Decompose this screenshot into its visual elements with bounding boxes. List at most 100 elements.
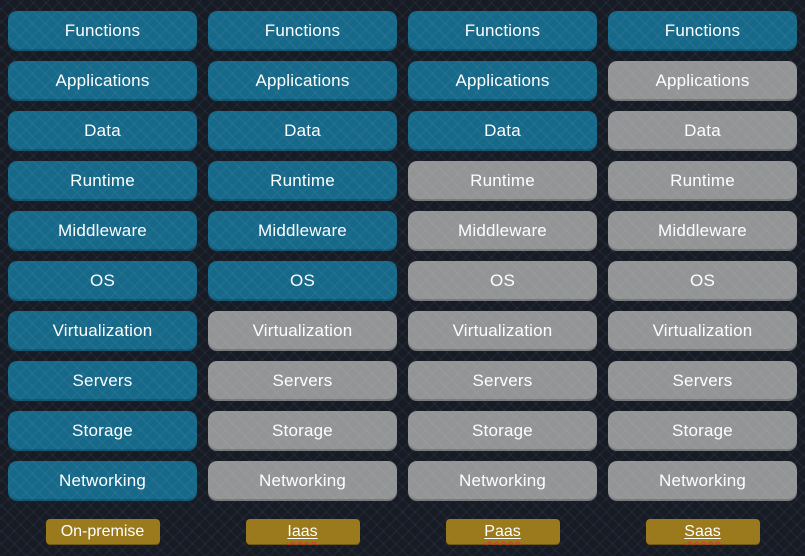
stack-box-label: Middleware <box>458 221 547 240</box>
column-badge-row: On-premise <box>8 519 197 545</box>
stack-box-label: Virtualization <box>252 321 353 340</box>
stack-box-label: Storage <box>272 421 333 440</box>
stack-box-label: Applications <box>55 71 150 90</box>
column-label-underline-wrap: On-premise <box>61 523 145 541</box>
stack-box-label: Data <box>84 121 121 140</box>
stack-box-label: Runtime <box>470 171 535 190</box>
stack-box-label: OS <box>490 271 515 290</box>
column-label-on-premise: On-premise <box>45 519 160 545</box>
stack-box-servers: Servers <box>408 361 597 401</box>
stack-box-servers: Servers <box>608 361 797 401</box>
stack-box-middleware: Middleware <box>408 211 597 251</box>
stack-box-applications: Applications <box>408 61 597 101</box>
stack-box-label: Runtime <box>70 171 135 190</box>
stack-box-servers: Servers <box>208 361 397 401</box>
stack-box-servers: Servers <box>8 361 197 401</box>
column-badge-row: Saas <box>608 519 797 545</box>
stack-box-label: Virtualization <box>452 321 553 340</box>
stack-box-runtime: Runtime <box>8 161 197 201</box>
stack-box-label: Storage <box>72 421 133 440</box>
column-label-underline-wrap: Saas <box>684 523 720 541</box>
column-label-underline-wrap: Paas <box>484 523 520 541</box>
stack-box-label: Servers <box>72 371 133 390</box>
column-label-paas: Paas <box>445 519 560 545</box>
stack-box-label: Runtime <box>670 171 735 190</box>
stack-box-functions: Functions <box>408 11 597 51</box>
stack-box-middleware: Middleware <box>208 211 397 251</box>
stack-box-label: Virtualization <box>652 321 753 340</box>
stack-box-label: Networking <box>58 471 147 490</box>
stack-box-label: Middleware <box>258 221 347 240</box>
stack-box-label: Middleware <box>58 221 147 240</box>
column-label-saas: Saas <box>645 519 760 545</box>
stack-box-functions: Functions <box>608 11 797 51</box>
stack-box-applications: Applications <box>208 61 397 101</box>
column-label-iaas: Iaas <box>245 519 360 545</box>
stack-box-runtime: Runtime <box>408 161 597 201</box>
stack-box-networking: Networking <box>608 461 797 501</box>
stack-box-networking: Networking <box>8 461 197 501</box>
stack-box-virtualization: Virtualization <box>608 311 797 351</box>
stack-box-label: Functions <box>464 21 541 40</box>
stack-box-label: Middleware <box>658 221 747 240</box>
stack-box-virtualization: Virtualization <box>408 311 597 351</box>
stack-box-label: OS <box>290 271 315 290</box>
stack-box-label: Virtualization <box>52 321 153 340</box>
stack-box-label: Runtime <box>270 171 335 190</box>
stack-box-label: Functions <box>664 21 741 40</box>
stack-box-networking: Networking <box>208 461 397 501</box>
stack-box-label: Servers <box>472 371 533 390</box>
stack-box-functions: Functions <box>208 11 397 51</box>
stack-box-storage: Storage <box>8 411 197 451</box>
stack-box-storage: Storage <box>408 411 597 451</box>
stack-box-label: Applications <box>455 71 550 90</box>
stack-box-os: OS <box>608 261 797 301</box>
stack-box-label: Storage <box>472 421 533 440</box>
stack-box-storage: Storage <box>608 411 797 451</box>
stack-box-data: Data <box>208 111 397 151</box>
column-label-text: Saas <box>684 523 721 540</box>
stack-box-data: Data <box>408 111 597 151</box>
stack-box-data: Data <box>8 111 197 151</box>
stack-box-applications: Applications <box>8 61 197 101</box>
column-label-text: Paas <box>484 523 521 540</box>
stack-box-label: Applications <box>255 71 350 90</box>
stack-box-storage: Storage <box>208 411 397 451</box>
stack-box-label: Networking <box>258 471 347 490</box>
stack-box-os: OS <box>208 261 397 301</box>
column-badge-row: Paas <box>408 519 597 545</box>
column-label-text: On-premise <box>60 523 145 540</box>
stack-box-label: Functions <box>264 21 341 40</box>
stack-box-label: Data <box>284 121 321 140</box>
column-label-underline-wrap: Iaas <box>287 523 317 541</box>
stack-box-label: Networking <box>458 471 547 490</box>
stack-box-label: Storage <box>672 421 733 440</box>
column-badge-row: Iaas <box>208 519 397 545</box>
stack-box-os: OS <box>8 261 197 301</box>
stack-box-label: OS <box>690 271 715 290</box>
stack-box-label: Networking <box>658 471 747 490</box>
stack-box-label: Data <box>484 121 521 140</box>
stack-box-virtualization: Virtualization <box>8 311 197 351</box>
stack-box-label: OS <box>90 271 115 290</box>
stack-box-os: OS <box>408 261 597 301</box>
stack-box-networking: Networking <box>408 461 597 501</box>
stack-box-data: Data <box>608 111 797 151</box>
stack-box-runtime: Runtime <box>208 161 397 201</box>
stack-box-label: Data <box>684 121 721 140</box>
stack-box-label: Servers <box>672 371 733 390</box>
column-label-text: Iaas <box>287 523 318 540</box>
stack-box-virtualization: Virtualization <box>208 311 397 351</box>
stack-box-label: Applications <box>655 71 750 90</box>
stack-box-functions: Functions <box>8 11 197 51</box>
stack-box-middleware: Middleware <box>608 211 797 251</box>
stack-box-label: Functions <box>64 21 141 40</box>
stack-box-applications: Applications <box>608 61 797 101</box>
stack-box-runtime: Runtime <box>608 161 797 201</box>
stack-box-label: Servers <box>272 371 333 390</box>
stack-box-middleware: Middleware <box>8 211 197 251</box>
